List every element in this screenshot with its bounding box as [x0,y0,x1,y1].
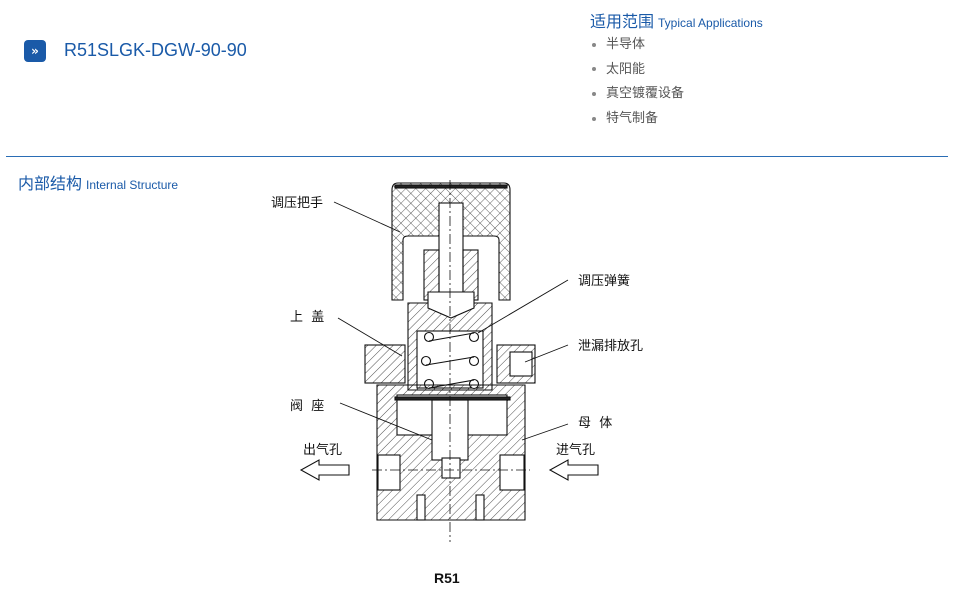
list-item-label: 特气制备 [606,111,659,127]
structure-title-cn: 内部结构 [18,174,83,193]
applications-title-en: Typical Applications [658,16,763,30]
bullet-icon [592,42,596,47]
model-number: R51SLGK-DGW-90-90 [64,40,247,60]
list-item: 真空镀覆设备 [592,85,684,110]
applications-list: 半导体 太阳能 真空镀覆设备 特气制备 [592,36,684,135]
applications-title-cn: 适用范围 [590,12,655,31]
leader-lines [333,201,569,441]
label-valve-seat: 阀 座 [290,399,325,414]
label-spring: 调压弹簧 [578,274,631,289]
label-knob: 调压把手 [271,196,324,211]
bullet-icon [592,91,596,96]
list-item: 特气制备 [592,110,684,135]
knob-shape [391,182,511,301]
bullet-icon [592,116,596,121]
label-vent: 泄漏排放孔 [578,339,644,354]
list-item: 半导体 [592,36,684,61]
label-body: 母 体 [578,416,613,431]
list-item-label: 太阳能 [606,61,646,77]
label-bonnet: 上 盖 [290,310,325,325]
label-outlet: 出气孔 [303,443,343,458]
double-chevron-right-icon: » [24,40,46,62]
list-item-label: 真空镀覆设备 [606,86,685,102]
bullet-icon [592,67,596,72]
section-divider [6,156,948,157]
inlet-arrow-icon [548,459,599,481]
list-item-label: 半导体 [606,37,646,52]
label-inlet: 进气孔 [556,443,596,458]
outlet-arrow-icon [299,459,350,481]
figure-caption: R51 [434,570,460,586]
list-item: 太阳能 [592,61,684,86]
structure-title-en: Internal Structure [86,178,179,192]
